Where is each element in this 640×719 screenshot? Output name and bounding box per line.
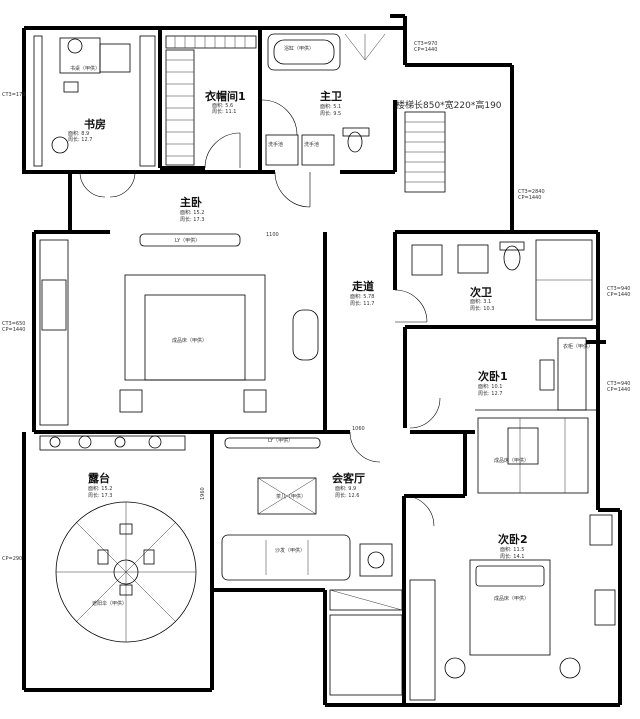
- room-perimeter-closet: 周长: 11.1: [212, 108, 236, 115]
- room-name-bed1: 次卧1: [478, 369, 508, 383]
- room-area-corridor: 面积: 5.78: [350, 293, 374, 300]
- room-area-closet: 面积: 5.6: [212, 102, 233, 109]
- living-furniture: [221, 437, 403, 696]
- interior-walls: [34, 30, 598, 590]
- bed2-furniture: [409, 514, 616, 701]
- bed-label-master: 成品床（甲供）: [172, 337, 207, 344]
- tv-label-master: LY（甲供）: [175, 237, 200, 244]
- furniture-labels: 成品床（甲供） 沙发（甲供） 茶几（甲供） 成品床（甲供） 成品床（甲供） LY…: [70, 45, 593, 607]
- tv-label-living: LY（甲供）: [268, 437, 293, 444]
- room-perimeter-corridor: 周长: 11.7: [350, 300, 374, 307]
- room-area-bed1: 面积: 10.1: [478, 383, 502, 390]
- room-area-living: 面积: 9.9: [335, 485, 356, 492]
- dim-cp1440c: CP=1440: [2, 327, 25, 333]
- dim-1100: 1100: [266, 232, 279, 238]
- room-perimeter-bed2: 周长: 14.1: [500, 553, 524, 560]
- dim-cp1440b: CP=1440: [518, 195, 541, 201]
- dim-ct940a: CT3=940: [607, 286, 630, 292]
- room-perimeter-terrace: 周长: 17.3: [88, 492, 112, 499]
- bed-label-bed2: 成品床（甲供）: [494, 595, 529, 602]
- dim-cp1440d: CP=1440: [607, 292, 630, 298]
- second-bath-fixtures: [411, 239, 593, 321]
- sink-label-2: 洗手池: [304, 141, 319, 148]
- wardrobe-label-bed1: 衣柜（甲供）: [563, 343, 593, 350]
- bathtub-label: 浴缸（甲供）: [284, 45, 314, 52]
- dim-ct650: CT3=650: [2, 321, 25, 327]
- room-area-terrace: 面积: 15.2: [88, 485, 112, 492]
- room-name-bed2: 次卧2: [498, 532, 528, 546]
- room-area-bed2: 面积: 11.5: [500, 546, 524, 553]
- dim-ct970: CT3=970: [414, 41, 437, 47]
- sofa-label: 沙发（甲供）: [275, 547, 305, 554]
- room-perimeter-living: 周长: 12.6: [335, 492, 359, 499]
- dimension-labels: 1100 1060 1960 CT3=970 CP=1440 CT3=2840 …: [2, 41, 630, 562]
- dim-1060: 1060: [352, 426, 365, 432]
- dim-cp1440a: CP=1440: [414, 47, 437, 53]
- table-label: 茶几（甲供）: [276, 493, 306, 500]
- room-area-study: 面积: 8.9: [68, 130, 89, 137]
- room-name-living: 会客厅: [332, 471, 365, 485]
- terrace-furniture: [39, 435, 197, 643]
- sink-label-1: 洗手池: [268, 141, 283, 148]
- master-bath-fixtures: [265, 33, 386, 166]
- study-furniture: [33, 35, 156, 167]
- room-perimeter-master-bath: 周长: 9.5: [320, 110, 341, 117]
- room-area-second-bath: 面积: 3.1: [470, 298, 491, 305]
- dim-ct940b: CT3=940: [607, 381, 630, 387]
- room-name-closet: 衣帽间1: [205, 89, 246, 103]
- master-bed-furniture: [39, 233, 319, 426]
- closet-shelves: [165, 35, 257, 166]
- stair-label: 楼梯长850*宽220*高190: [396, 99, 502, 111]
- room-perimeter-study: 周长: 12.7: [68, 136, 92, 143]
- room-area-master-bed: 面积: 15.2: [180, 209, 204, 216]
- doors: [79, 99, 441, 527]
- room-perimeter-master-bed: 周长: 17.3: [180, 216, 204, 223]
- dim-ct170: CT3=170: [2, 92, 25, 98]
- dim-cp1440e: CP=1440: [607, 387, 630, 393]
- dim-cp290: CP=290: [2, 556, 22, 562]
- desk-label: 书桌（甲供）: [70, 65, 100, 72]
- room-name-study: 书房: [84, 117, 106, 131]
- bed1-furniture: [477, 337, 589, 494]
- room-name-master-bath: 主卫: [320, 89, 342, 103]
- room-name-second-bath: 次卫: [470, 285, 492, 299]
- room-area-master-bath: 面积: 5.1: [320, 103, 341, 110]
- room-perimeter-second-bath: 周长: 10.3: [470, 305, 494, 312]
- room-name-master-bed: 主卧: [180, 195, 202, 209]
- dim-1960: 1960: [200, 487, 206, 500]
- room-perimeter-bed1: 周长: 12.7: [478, 390, 502, 397]
- room-name-corridor: 走道: [351, 279, 374, 293]
- outer-walls: [22, 14, 622, 707]
- room-name-terrace: 露台: [88, 471, 110, 485]
- staircase: [404, 111, 446, 193]
- umbrella-label: 遮阳伞（甲供）: [92, 600, 127, 607]
- dim-ct2840: CT3=2840: [518, 189, 545, 195]
- room-labels: 书房 面积: 8.9 周长: 12.7 衣帽间1 面积: 5.6 周长: 11.…: [68, 89, 528, 560]
- bed-label-bed1: 成品床（甲供）: [494, 457, 529, 464]
